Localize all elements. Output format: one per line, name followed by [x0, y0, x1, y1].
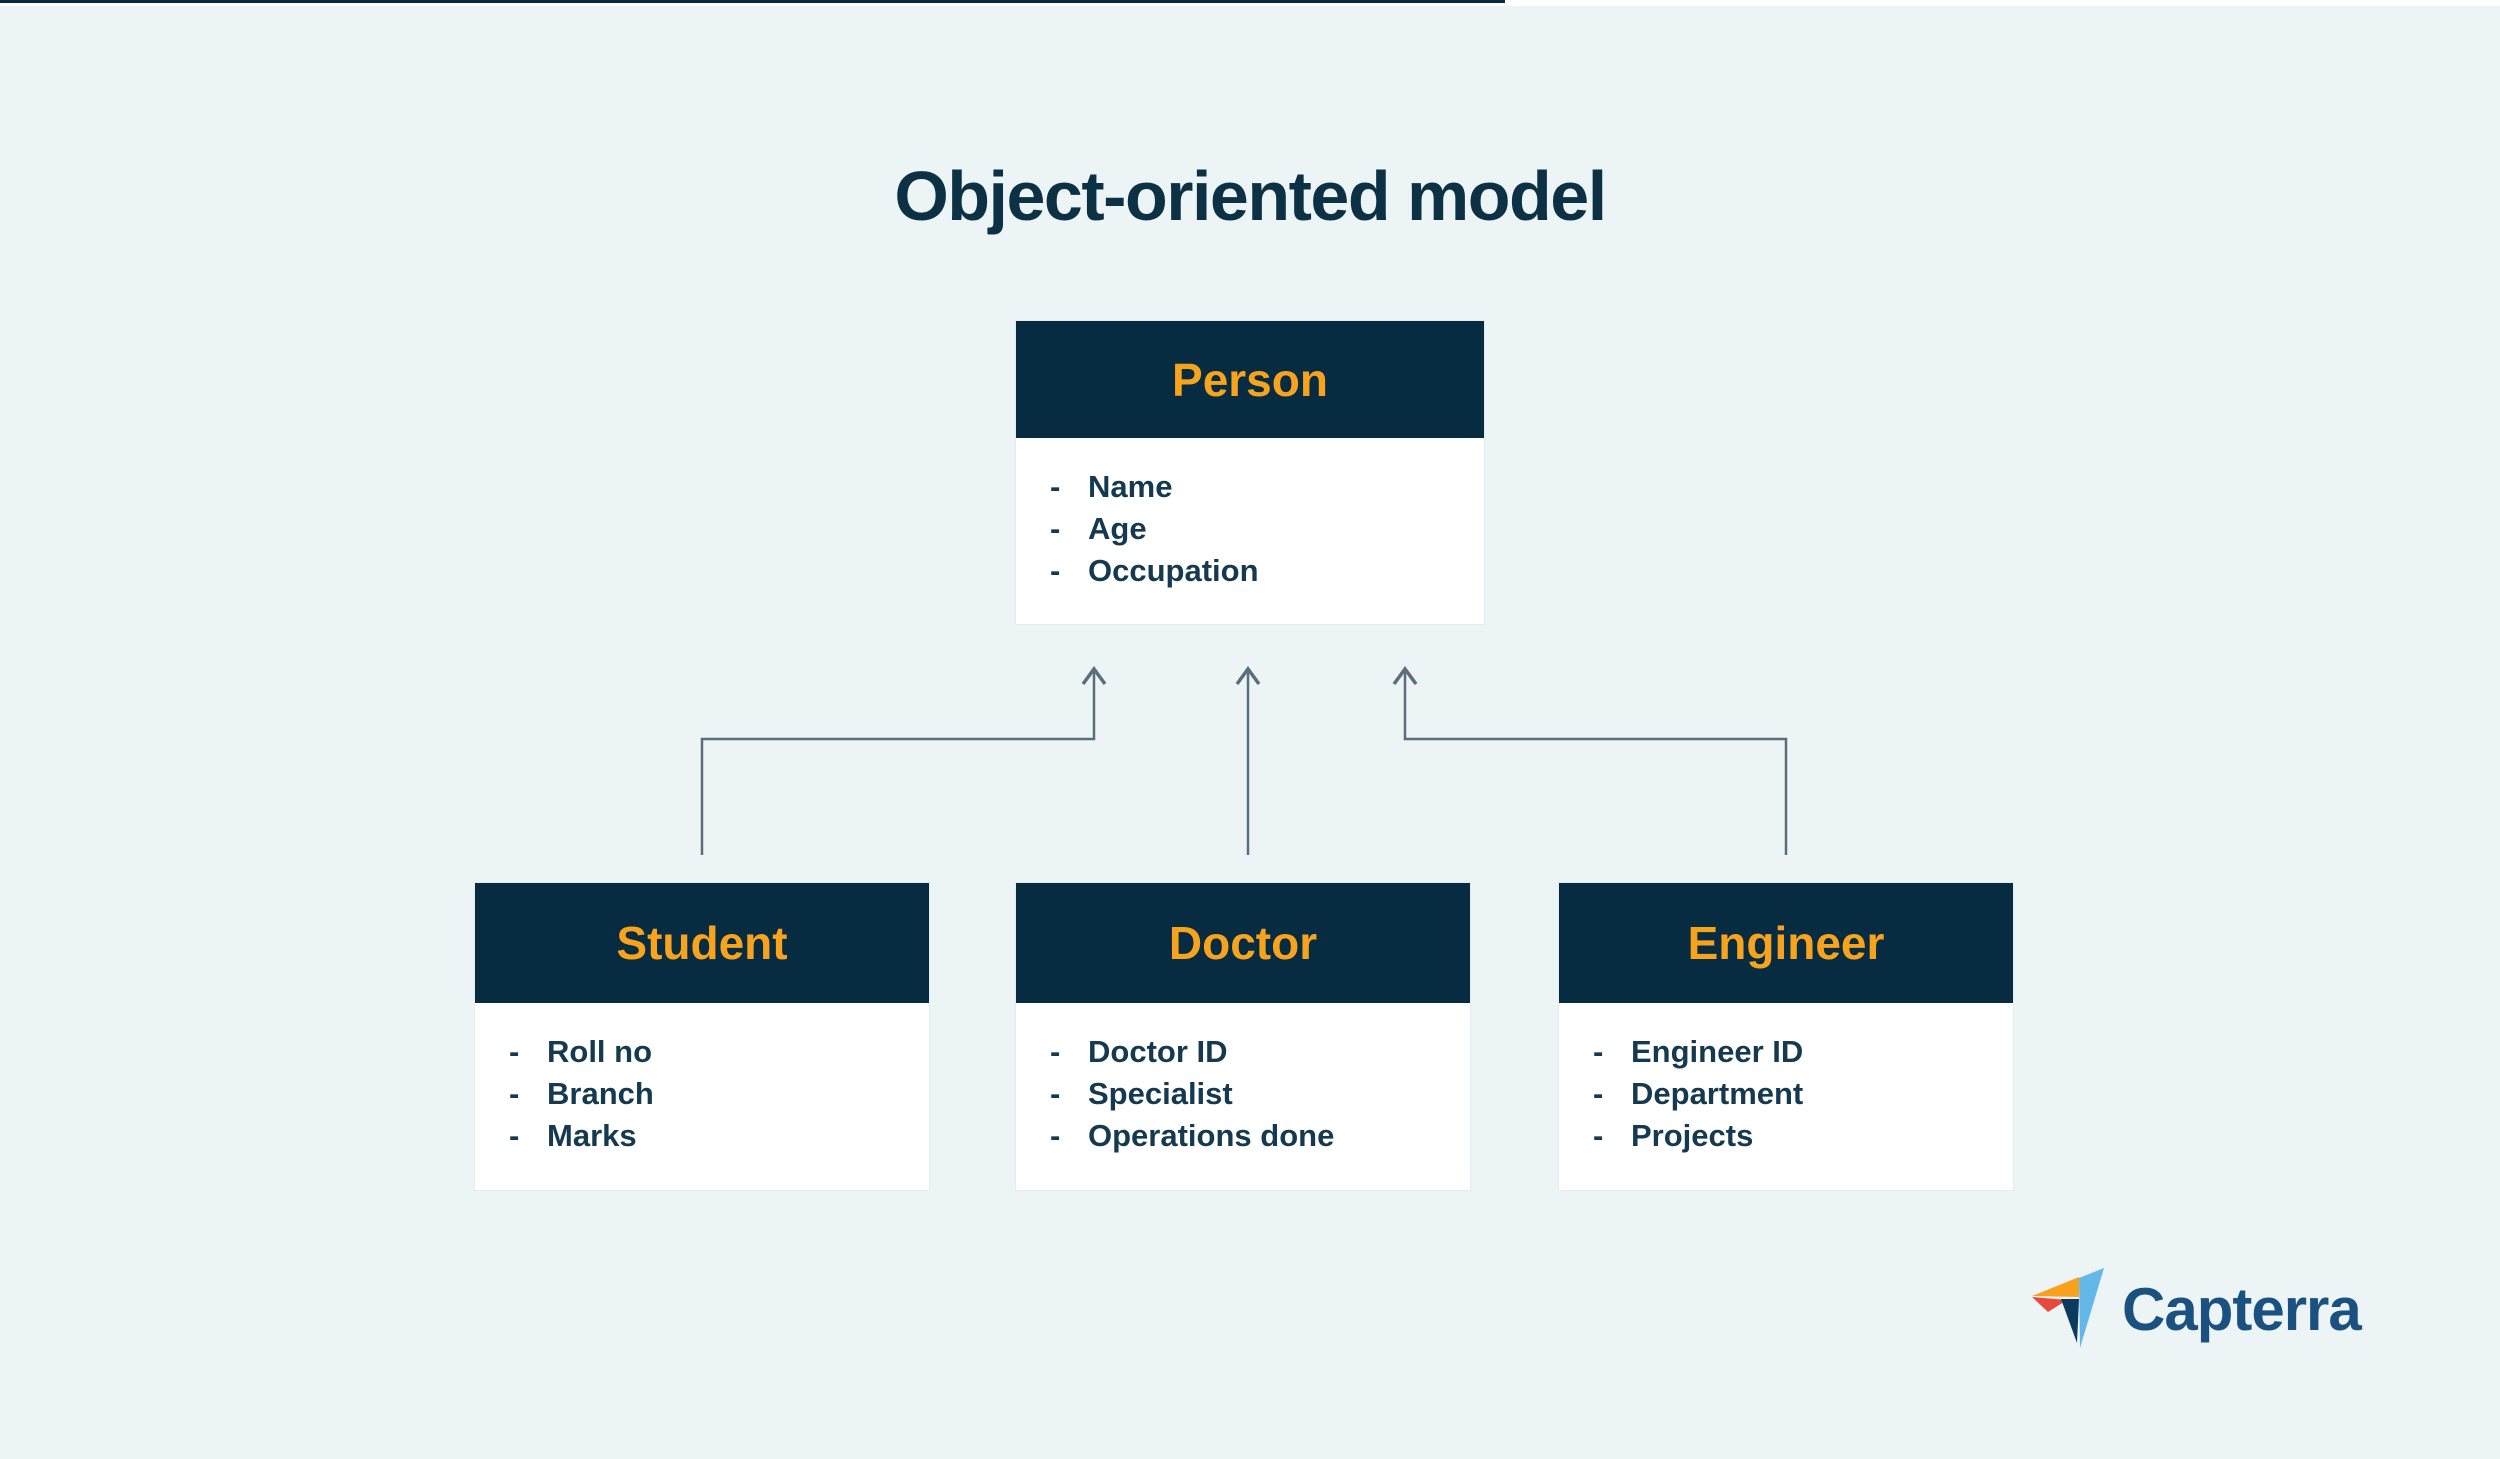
class-body-engineer: - Engineer ID - Department - Projects: [1559, 1003, 2013, 1190]
attribute-label: Occupation: [1088, 553, 1259, 588]
attribute-list: - Engineer ID - Department - Projects: [1593, 1031, 2003, 1157]
arrowhead-up-icon: [1392, 666, 1418, 686]
attribute-label: Name: [1088, 469, 1173, 504]
bullet-dash: -: [509, 1076, 520, 1111]
class-header-student: Student: [475, 883, 929, 1003]
bullet-dash: -: [1593, 1118, 1604, 1153]
arrowhead-up-icon: [1235, 666, 1261, 686]
class-header-person: Person: [1016, 321, 1484, 438]
class-header-engineer: Engineer: [1559, 883, 2013, 1003]
page-title: Object-oriented model: [894, 157, 1607, 235]
top-edge-white-strip: [0, 0, 2500, 6]
attribute-list: - Name - Age - Occupation: [1050, 466, 1474, 592]
attribute-item: - Specialist: [1050, 1073, 1460, 1115]
bullet-dash: -: [1050, 1076, 1061, 1111]
class-body-student: - Roll no - Branch - Marks: [475, 1003, 929, 1190]
attribute-item: - Name: [1050, 466, 1474, 508]
class-body-person: - Name - Age - Occupation: [1016, 438, 1484, 624]
attribute-label: Marks: [547, 1118, 637, 1153]
attribute-label: Engineer ID: [1631, 1034, 1804, 1069]
bullet-dash: -: [1050, 1034, 1061, 1069]
attribute-label: Projects: [1631, 1118, 1754, 1153]
class-header-doctor: Doctor: [1016, 883, 1470, 1003]
attribute-item: - Age: [1050, 508, 1474, 550]
attribute-item: - Department: [1593, 1073, 2003, 1115]
bullet-dash: -: [509, 1118, 520, 1153]
capterra-logo-icon: [2032, 1268, 2104, 1348]
connector-student-to-person: [700, 666, 1107, 855]
class-body-doctor: - Doctor ID - Specialist - Operations do…: [1016, 1003, 1470, 1190]
attribute-label: Age: [1088, 511, 1147, 546]
bullet-dash: -: [1050, 511, 1061, 546]
bullet-dash: -: [1050, 469, 1061, 504]
attribute-item: - Engineer ID: [1593, 1031, 2003, 1073]
attribute-item: - Marks: [509, 1115, 919, 1157]
connector-doctor-to-person: [1235, 666, 1261, 855]
attribute-label: Branch: [547, 1076, 654, 1111]
capterra-logo: Capterra: [2028, 1264, 2362, 1352]
attribute-item: - Branch: [509, 1073, 919, 1115]
class-box-person: Person - Name - Age - Occupation: [1016, 321, 1484, 624]
connector-engineer-to-person: [1392, 666, 1788, 855]
bullet-dash: -: [509, 1034, 520, 1069]
attribute-label: Specialist: [1088, 1076, 1233, 1111]
class-box-student: Student - Roll no - Branch - Marks: [475, 883, 929, 1190]
attribute-item: - Occupation: [1050, 550, 1474, 592]
arrowhead-up-icon: [1081, 666, 1107, 686]
attribute-label: Doctor ID: [1088, 1034, 1228, 1069]
attribute-item: - Projects: [1593, 1115, 2003, 1157]
top-edge-navy-line: [0, 0, 1505, 3]
attribute-label: Department: [1631, 1076, 1804, 1111]
class-box-engineer: Engineer - Engineer ID - Department - Pr…: [1559, 883, 2013, 1190]
attribute-item: - Roll no: [509, 1031, 919, 1073]
attribute-item: - Doctor ID: [1050, 1031, 1460, 1073]
class-box-doctor: Doctor - Doctor ID - Specialist - Operat…: [1016, 883, 1470, 1190]
attribute-list: - Roll no - Branch - Marks: [509, 1031, 919, 1157]
capterra-logo-text: Capterra: [2122, 1275, 2362, 1343]
bullet-dash: -: [1593, 1076, 1604, 1111]
bullet-dash: -: [1593, 1034, 1604, 1069]
bullet-dash: -: [1050, 553, 1061, 588]
attribute-label: Operations done: [1088, 1118, 1335, 1153]
attribute-list: - Doctor ID - Specialist - Operations do…: [1050, 1031, 1460, 1157]
attribute-label: Roll no: [547, 1034, 653, 1069]
attribute-item: - Operations done: [1050, 1115, 1460, 1157]
bullet-dash: -: [1050, 1118, 1061, 1153]
